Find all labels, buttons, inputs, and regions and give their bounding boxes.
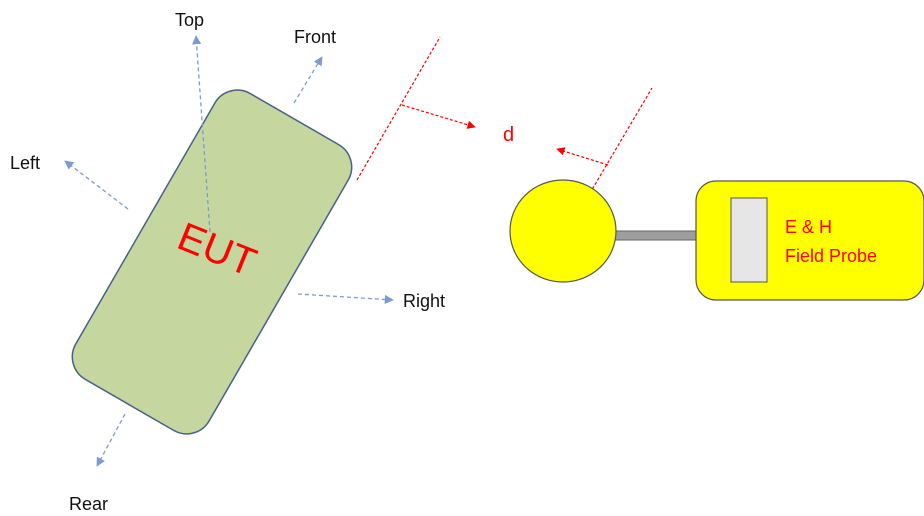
direction-axes: [64, 35, 394, 467]
label-top: Top: [175, 10, 204, 30]
probe-handle: [611, 230, 701, 241]
label-right: Right: [403, 291, 445, 311]
label-left: Left: [10, 153, 40, 173]
axis-top-arrow: [192, 35, 211, 233]
axis-left-arrow: [64, 160, 129, 210]
probe-meter-body: [695, 180, 924, 301]
probe-display-window: [730, 197, 768, 283]
axis-right-arrow: [297, 293, 394, 305]
eut-reference-line: [356, 36, 441, 181]
probe-label-line2: Field Probe: [785, 246, 877, 266]
probe-label-line1: E & H: [785, 217, 832, 237]
distance-arrow-eut: [401, 104, 476, 129]
axis-rear-arrow: [96, 413, 126, 467]
label-rear: Rear: [69, 494, 108, 514]
distance-arrow-probe: [556, 147, 609, 166]
eut-body: [71, 89, 353, 435]
label-front: Front: [294, 27, 336, 47]
field-probe: E & H Field Probe: [509, 179, 924, 301]
distance-label: d: [503, 124, 514, 146]
probe-sensor-head: [509, 179, 617, 283]
axis-front-arrow: [293, 56, 323, 104]
